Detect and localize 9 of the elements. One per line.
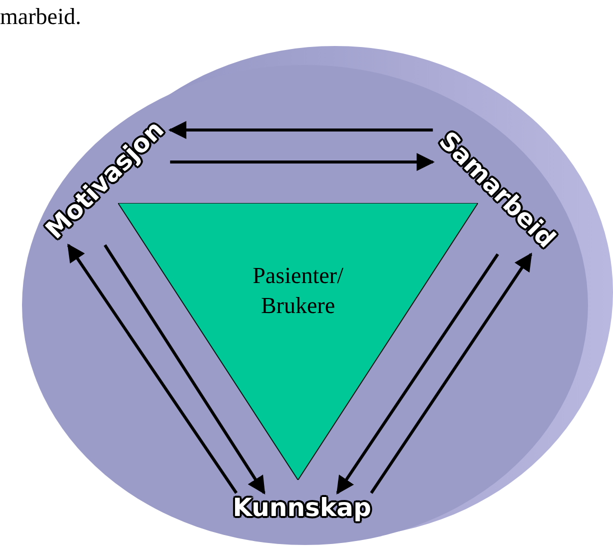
arrow bbox=[370, 252, 532, 494]
node-label: Kunnskap bbox=[232, 493, 372, 523]
arrow bbox=[168, 121, 433, 139]
arrow bbox=[336, 253, 500, 494]
arrow bbox=[67, 244, 238, 494]
arrow bbox=[170, 153, 435, 171]
node-text: Pasienter/ Brukere bbox=[252, 262, 344, 320]
arrow bbox=[104, 244, 266, 495]
text-fragment: marbeid. bbox=[0, 4, 82, 30]
